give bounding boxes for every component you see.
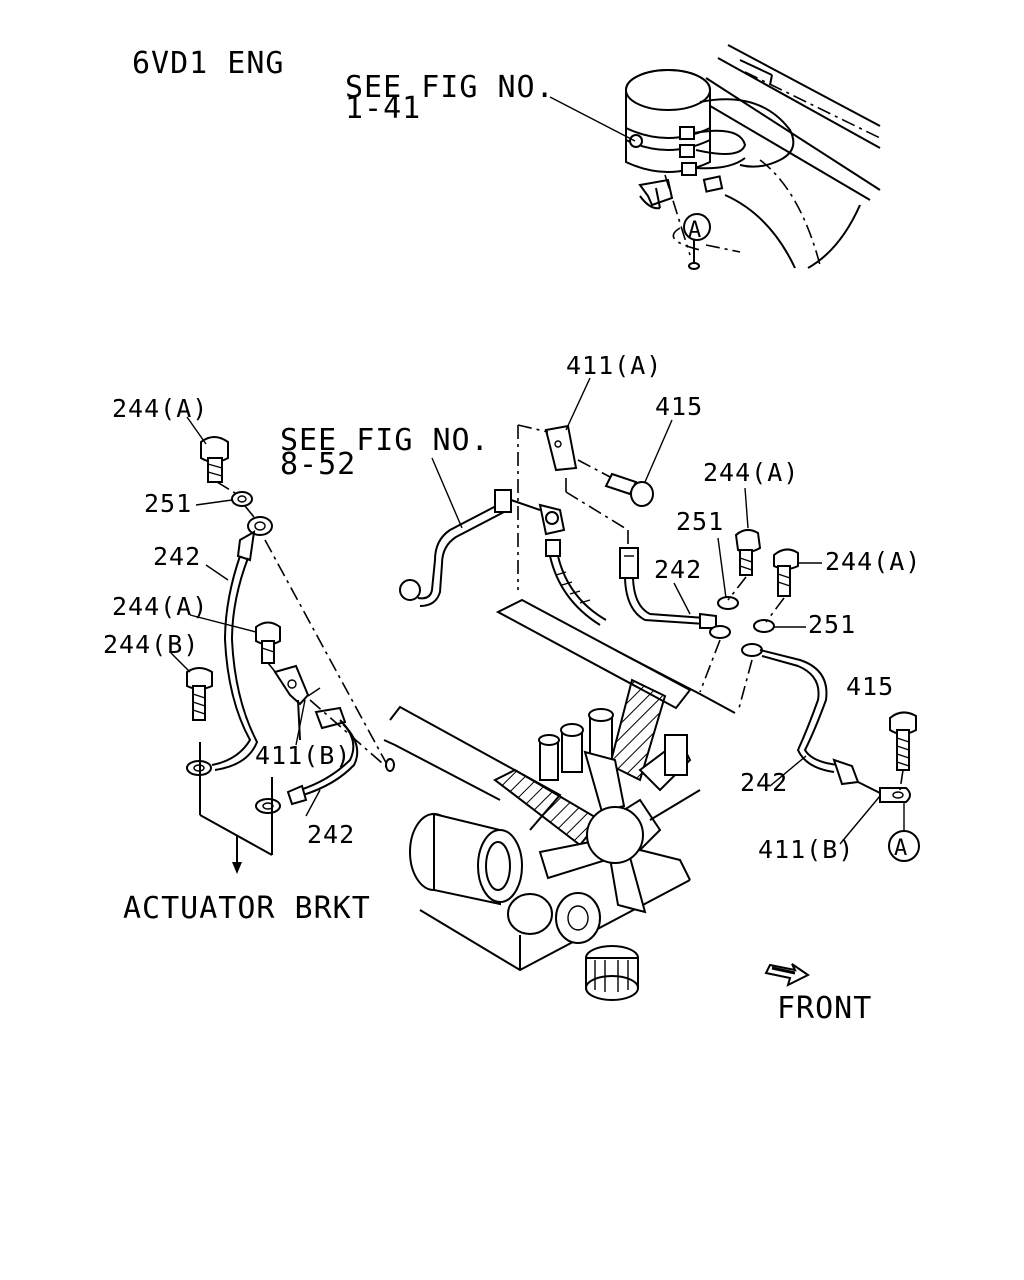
callout-244a-left-mid: 244(A) — [112, 592, 208, 621]
callout-251-left: 251 — [144, 489, 192, 518]
callout-242-right1: 242 — [654, 555, 702, 584]
right-bolts — [699, 487, 920, 862]
battery-inset — [625, 44, 881, 270]
top-ref-line1: SEE FIG NO. — [345, 70, 555, 105]
mid-ref-line1: SEE FIG NO. — [280, 423, 490, 458]
callout-251-right1: 251 — [676, 507, 724, 536]
callout-242-left: 242 — [153, 542, 201, 571]
callout-242-right2: 242 — [740, 768, 788, 797]
mid-pipe-assembly — [399, 377, 717, 629]
actuator-bracket-label: ACTUATOR BRKT — [123, 891, 371, 926]
callout-244a-right1: 244(A) — [703, 458, 799, 487]
front-label: FRONT — [777, 991, 872, 1026]
top-ref-line2: 1-41 — [345, 91, 421, 126]
mid-ref-line2: 8-52 — [280, 447, 356, 482]
callout-251-right2: 251 — [808, 610, 856, 639]
callout-244a-left-top: 244(A) — [112, 394, 208, 423]
marker-a-top: A — [688, 218, 702, 243]
left-ground-cable — [170, 416, 395, 874]
callout-242-left-low: 242 — [307, 820, 355, 849]
callout-411b-right: 411(B) — [758, 835, 854, 864]
callout-244a-right2: 244(A) — [825, 547, 921, 576]
leader-top-ref — [549, 96, 636, 142]
callout-411b-left: 411(B) — [255, 741, 351, 770]
callout-244b: 244(B) — [103, 630, 199, 659]
marker-a-right: A — [894, 836, 908, 861]
callout-415-top: 415 — [655, 392, 703, 421]
engine-label: 6VD1 ENG — [132, 46, 285, 81]
callout-411a: 411(A) — [566, 351, 662, 380]
callout-415-right: 415 — [846, 672, 894, 701]
engine-block — [383, 598, 736, 1001]
